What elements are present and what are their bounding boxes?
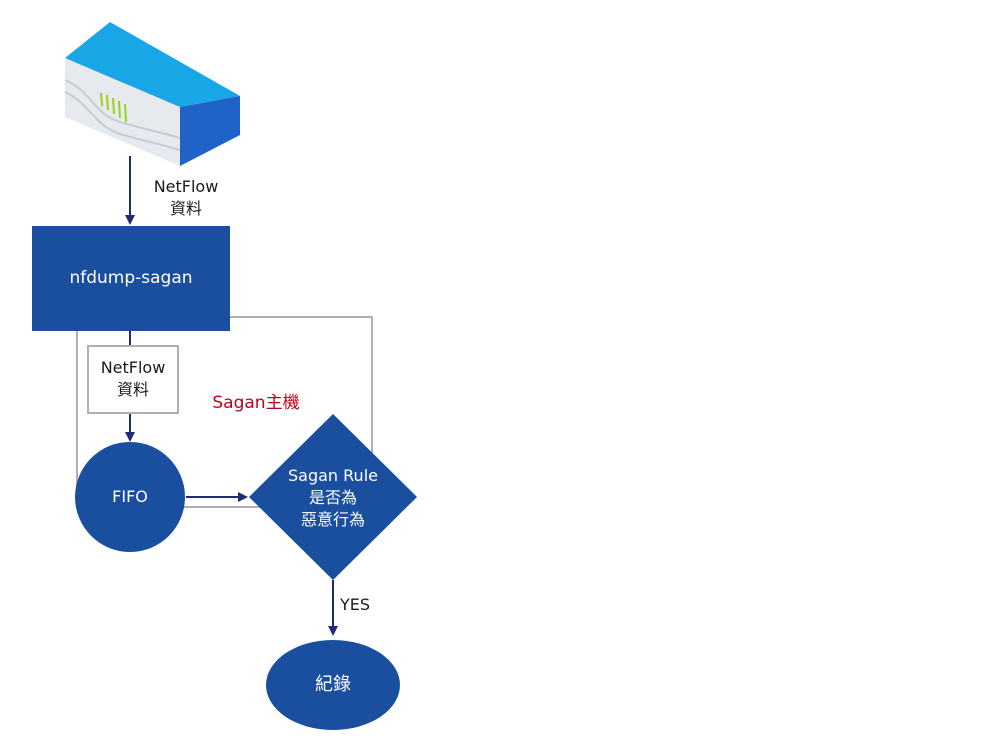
netflow-data-box-label-line2: 資料 (116, 380, 149, 399)
netflow-data-label-top: NetFlow 資料 (140, 176, 232, 220)
netflow-data-box-label: NetFlow 資料 (88, 357, 178, 401)
fifo-label: FIFO (112, 487, 148, 506)
port-indicators (100, 92, 127, 123)
record-node (266, 640, 400, 730)
decision-label-line2: 是否為 (308, 488, 357, 507)
network-switch-icon (64, 22, 240, 166)
decision-label: Sagan Rule 是否為 惡意行為 (263, 465, 403, 531)
decision-node (249, 414, 417, 580)
nfdump-sagan-node (32, 226, 230, 331)
nfdump-sagan-label: nfdump-sagan (69, 268, 193, 288)
sagan-host-label: Sagan主機 (212, 393, 300, 413)
decision-label-line3: 惡意行為 (300, 510, 365, 529)
yes-label: YES (340, 595, 371, 614)
record-label: 紀錄 (315, 674, 351, 695)
netflow-data-label-top-line1: NetFlow (153, 177, 219, 196)
decision-label-line1: Sagan Rule (288, 466, 378, 485)
netflow-data-box (87, 345, 179, 414)
netflow-data-box-label-line1: NetFlow (100, 358, 166, 377)
netflow-data-label-top-line2: 資料 (169, 199, 202, 218)
fifo-node (75, 442, 185, 552)
